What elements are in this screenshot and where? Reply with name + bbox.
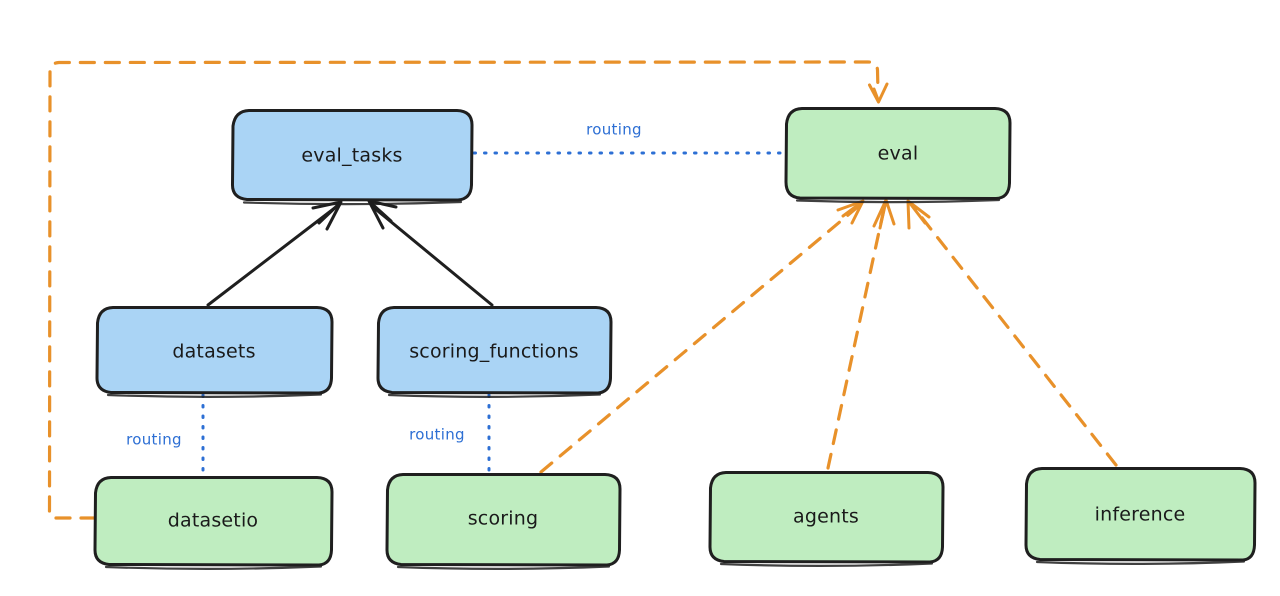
node-label-scoring-functions: scoring_functions	[409, 341, 579, 363]
node-label-eval-tasks: eval_tasks	[301, 145, 402, 167]
edge-label-routing-scoring-functions-scoring: routing	[409, 426, 465, 444]
node-eval[interactable]: eval	[784, 107, 1012, 204]
edge-datasets-to-eval-tasks	[206, 200, 343, 307]
edge-label-routing-datasets-datasetio: routing	[126, 431, 182, 449]
node-scoring[interactable]: scoring	[385, 473, 622, 570]
edge-datasetio-to-eval	[47, 60, 889, 520]
node-label-scoring: scoring	[468, 508, 539, 530]
node-label-datasets: datasets	[172, 341, 255, 363]
node-inference[interactable]: inference	[1024, 467, 1257, 565]
node-datasetio[interactable]: datasetio	[93, 476, 334, 570]
edge-label-routing-eval-tasks-eval: routing	[586, 121, 642, 139]
node-eval-tasks[interactable]: eval_tasks	[230, 109, 474, 206]
edge-inference-to-eval	[906, 199, 1118, 467]
node-label-inference: inference	[1095, 504, 1186, 526]
node-label-agents: agents	[793, 506, 859, 528]
edge-scoring-functions-to-eval-tasks	[367, 199, 494, 307]
node-label-datasetio: datasetio	[168, 510, 259, 532]
edge-agents-to-eval	[826, 198, 896, 470]
node-scoring-functions[interactable]: scoring_functions	[376, 306, 613, 398]
node-agents[interactable]: agents	[708, 471, 945, 567]
node-label-eval: eval	[878, 143, 919, 165]
node-datasets[interactable]: datasets	[95, 306, 334, 398]
